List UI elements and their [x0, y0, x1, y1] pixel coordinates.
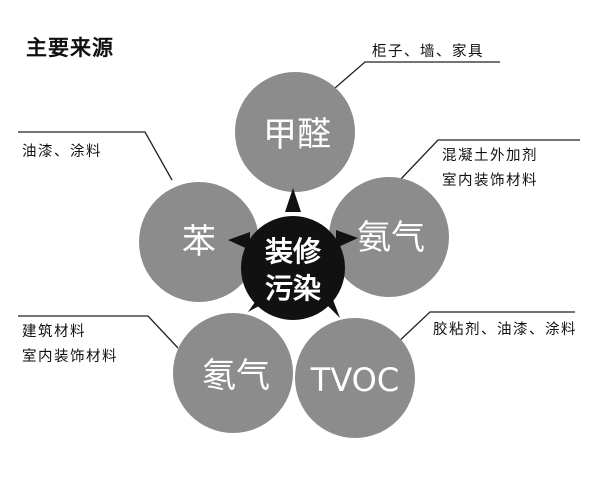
leader-line-ammonia [399, 139, 580, 181]
leader-line-radon [18, 315, 179, 349]
note-ammonia-line1: 混凝土外加剂 [442, 148, 538, 164]
center-label-line2: 污染 [265, 272, 321, 305]
note-tvoc-line1: 胶粘剂、油漆、涂料 [433, 322, 577, 338]
petal-ammonia [329, 177, 449, 297]
note-benzene-line1: 油漆、涂料 [22, 144, 102, 160]
petal-label-formaldehyde: 甲醛 [263, 115, 331, 155]
petal-label-benzene: 苯 [182, 222, 216, 262]
note-ammonia-line2: 室内装饰材料 [442, 173, 538, 189]
petal-label-radon: 氡气 [202, 356, 270, 396]
note-radon-line1: 建筑材料 [22, 324, 86, 340]
note-tvoc: 胶粘剂、油漆、涂料 [433, 318, 577, 343]
leader-line-formaldehyde [334, 61, 500, 89]
note-radon-line2: 室内装饰材料 [22, 349, 118, 365]
leader-lines [18, 61, 580, 349]
leader-line-tvoc [394, 311, 575, 346]
note-benzene: 油漆、涂料 [22, 140, 102, 165]
petal-label-tvoc: TVOC [310, 361, 399, 399]
diagram-title: 主要来源 [26, 36, 114, 60]
petals [139, 72, 449, 438]
center-circle [241, 216, 345, 320]
note-radon: 建筑材料 室内装饰材料 [22, 320, 118, 370]
petal-radon [173, 313, 293, 433]
petal-formaldehyde [235, 72, 355, 192]
petal-benzene [139, 182, 259, 302]
note-formaldehyde-line1: 柜子、墙、家具 [372, 44, 484, 60]
leader-line-benzene [18, 131, 173, 181]
note-ammonia: 混凝土外加剂 室内装饰材料 [442, 144, 538, 194]
petal-label-ammonia: 氨气 [357, 218, 425, 258]
petal-tvoc [295, 318, 415, 438]
note-formaldehyde: 柜子、墙、家具 [372, 40, 484, 65]
center-label-line1: 装修 [265, 235, 322, 268]
